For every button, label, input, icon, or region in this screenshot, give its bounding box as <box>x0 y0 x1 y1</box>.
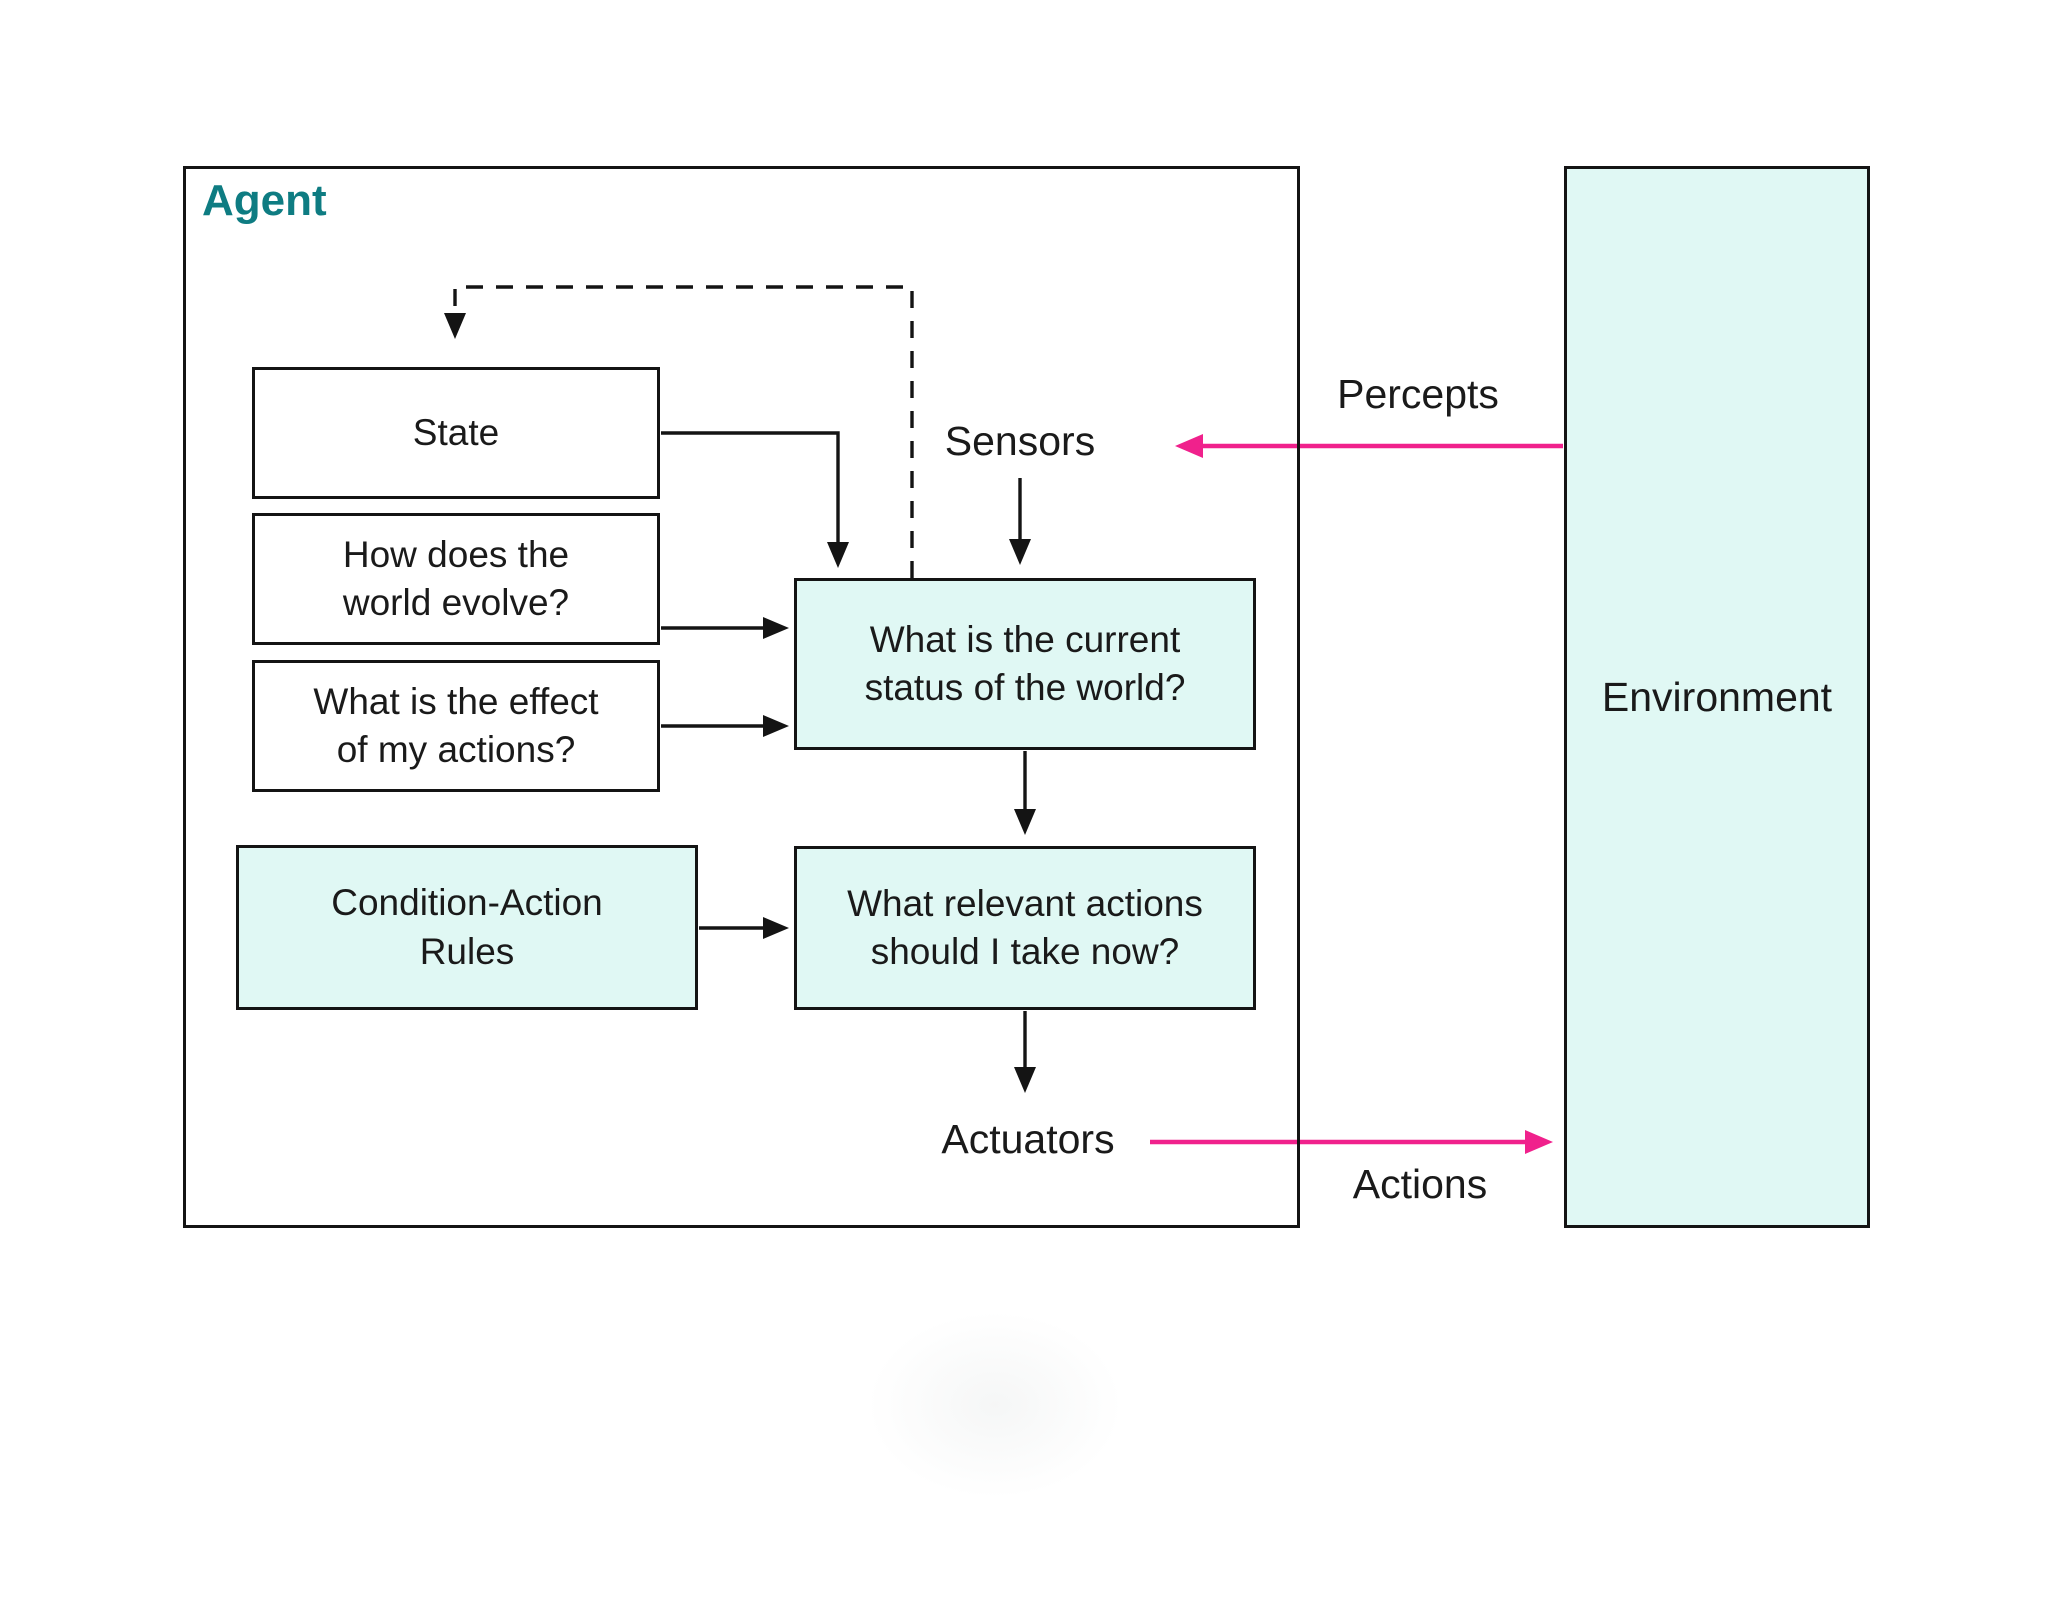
actuators-label: Actuators <box>941 1116 1115 1162</box>
environment-label: Environment <box>1601 673 1833 720</box>
sensors-label: Sensors <box>944 418 1096 464</box>
actions-label: Actions <box>1352 1161 1488 1207</box>
agent-box <box>183 166 1300 1228</box>
watermark-smudge <box>845 1295 1145 1515</box>
percepts-label: Percepts <box>1337 371 1499 417</box>
state-to-status-arrow <box>661 431 849 568</box>
environment-box: Environment <box>1564 166 1870 1228</box>
condition-action-rules-box: Condition-Action Rules <box>236 845 698 1010</box>
world-status-box: What is the current status of the world? <box>794 578 1256 750</box>
relevant-actions-box: What relevant actions should I take now? <box>794 846 1256 1010</box>
status-to-state-feedback-dashed-arrow <box>444 285 914 578</box>
state-box: State <box>252 367 660 499</box>
action-effect-box: What is the effect of my actions? <box>252 660 660 792</box>
agent-title: Agent <box>202 176 327 225</box>
world-evolve-box: How does the world evolve? <box>252 513 660 645</box>
